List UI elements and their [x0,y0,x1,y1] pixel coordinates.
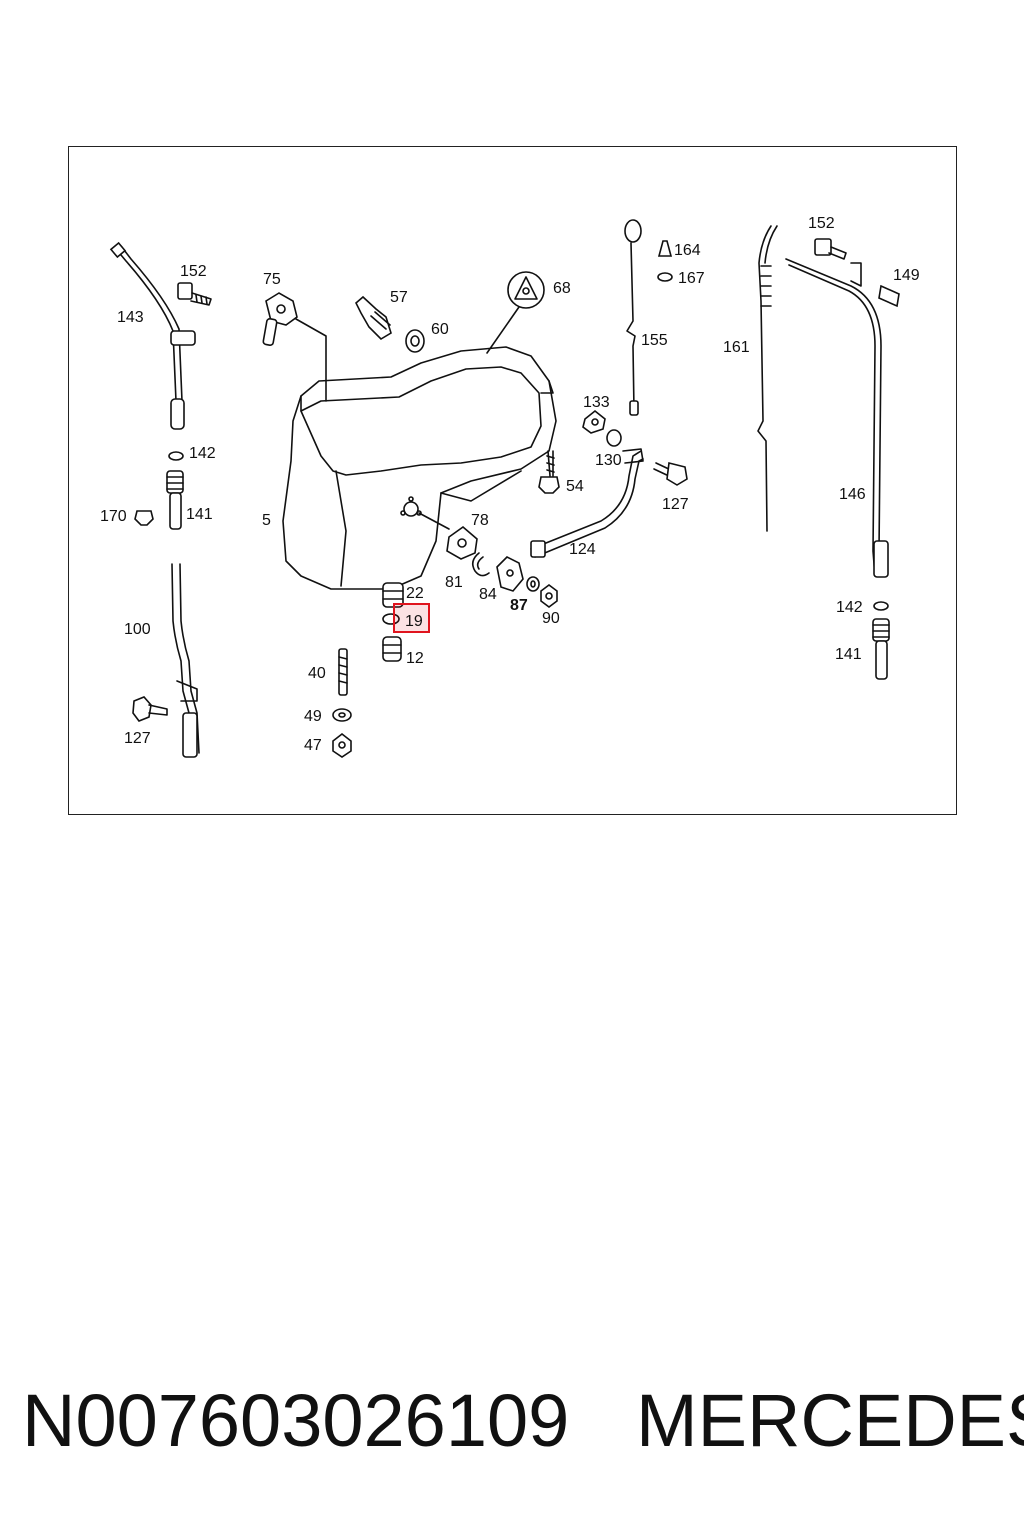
part-130 [606,429,622,447]
label-152-right: 152 [808,215,835,232]
stud-40 [338,648,348,696]
dipstick-tube-143 [109,241,196,430]
label-142-left: 142 [189,445,216,462]
clip-81 [471,552,490,577]
label-68: 68 [553,280,571,297]
tube-100 [171,563,200,758]
label-133: 133 [583,394,610,411]
label-124: 124 [569,541,596,558]
fitting-141-left [166,470,184,530]
label-49: 49 [304,708,322,725]
label-47: 47 [304,737,322,754]
highlight-box-19 [393,603,430,633]
bolt-54 [538,450,560,494]
bolt-127-left [132,696,168,722]
label-149: 149 [893,267,920,284]
o-ring-142-right [873,601,889,611]
label-100: 100 [124,621,151,638]
label-155: 155 [641,332,668,349]
label-146: 146 [839,486,866,503]
label-161: 161 [723,339,750,356]
tube-146 [785,258,889,578]
bracket-84 [496,556,524,592]
label-170: 170 [100,508,127,525]
part-164 [657,240,673,257]
label-152-left: 152 [180,263,207,280]
part-12 [382,636,402,662]
label-57: 57 [390,289,408,306]
dipstick-161 [757,225,778,532]
label-40: 40 [308,665,326,682]
part-149 [878,284,900,308]
label-130: 130 [595,452,622,469]
fitting-141-right [872,618,890,680]
label-127-right: 127 [662,496,689,513]
label-5: 5 [262,512,271,529]
label-19-highlighted[interactable]: 19 [405,613,423,630]
parts-diagram: 143 152 75 57 60 68 164 167 155 152 149 … [100,215,920,758]
oil-pan-5 [282,346,557,590]
label-75: 75 [263,271,281,288]
flange-78 [446,525,478,560]
plug-170 [134,510,154,526]
label-60: 60 [431,321,449,338]
label-84: 84 [479,586,497,603]
label-141-left: 141 [186,506,213,523]
washer-49 [332,708,352,722]
washer-87 [526,576,540,592]
label-164: 164 [674,242,701,259]
o-ring-142-left [168,451,184,461]
cover-68 [486,271,545,354]
label-22: 22 [406,585,424,602]
label-143: 143 [117,309,144,326]
label-127-left: 127 [124,730,151,747]
part-167 [657,272,673,282]
drain-plug-57 [355,295,392,341]
part-133 [582,409,606,434]
nut-90 [540,584,558,608]
nut-47 [332,732,352,758]
washer-60 [405,329,425,353]
bolt-152-right [814,238,847,260]
label-12: 12 [406,650,424,667]
label-141-right: 141 [835,646,862,663]
part-number: N007603026109 [22,1379,570,1462]
label-142-right: 142 [836,599,863,616]
tube-124 [530,448,644,558]
label-167: 167 [678,270,705,287]
label-54: 54 [566,478,584,495]
parts-diagram-frame: 143 152 75 57 60 68 164 167 155 152 149 … [68,146,957,815]
label-87: 87 [510,597,528,614]
brand-name: MERCEDES [636,1379,1024,1462]
label-78: 78 [471,512,489,529]
label-90: 90 [542,610,560,627]
part-75 [262,292,327,402]
dipstick-155 [624,219,642,416]
product-footer: N007603026109 MERCEDES [0,1370,1024,1480]
label-81: 81 [445,574,463,591]
bolt-127-right [653,462,688,486]
highlight-box-fill [394,604,429,632]
bolt-152-left [177,282,212,306]
